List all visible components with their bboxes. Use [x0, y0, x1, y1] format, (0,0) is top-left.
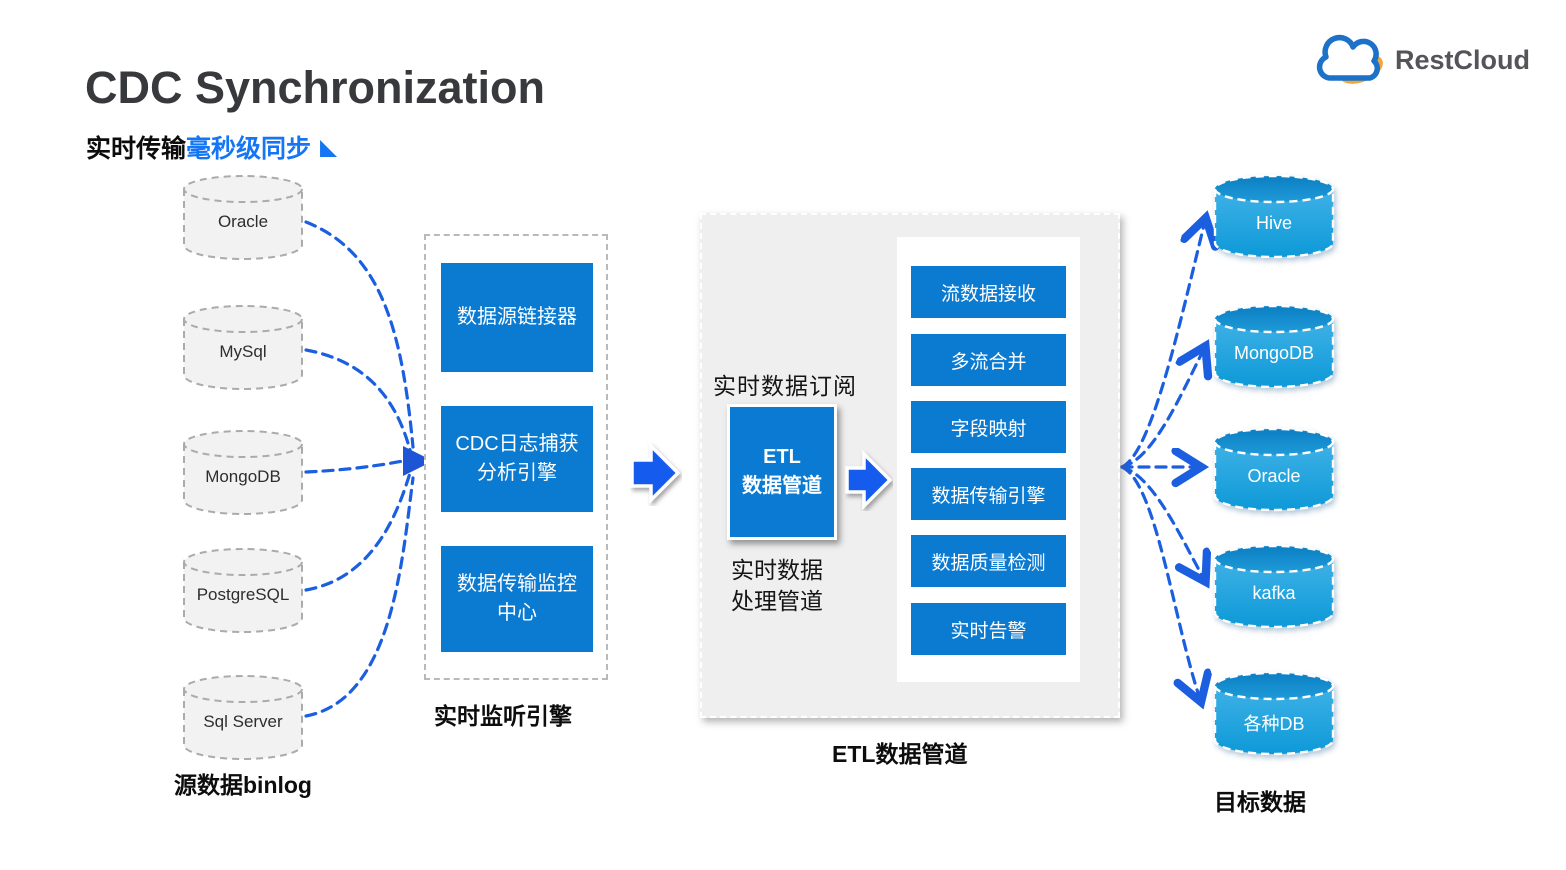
target-db-mongodb: MongoDB	[1213, 303, 1335, 391]
cylinder-icon	[183, 175, 303, 260]
step-field-mapping: 字段映射	[911, 401, 1066, 453]
connector-postgresql-src	[304, 471, 412, 592]
etl-pipeline-box: ETL 数据管道	[727, 404, 837, 540]
cylinder-icon	[183, 548, 303, 633]
target-db-label: kafka	[1252, 583, 1296, 604]
source-db-oracle: Oracle	[182, 173, 304, 261]
source-db-mysql: MySql	[182, 303, 304, 391]
source-db-mongodb: MongoDB	[182, 428, 304, 516]
flow-arrow-icon-1	[630, 441, 681, 505]
box-label-line2: 中心	[497, 602, 537, 624]
cloud-logo-icon	[1316, 34, 1383, 84]
subtitle-black: 实时传输	[86, 135, 187, 163]
etl-pipeline-panel: 实时数据订阅 ETL 数据管道 实时数据 处理管道 流数据接收 多流合并 字段映…	[700, 213, 1120, 718]
source-db-label: MySql	[219, 341, 267, 361]
datasource-connector-box: 数据源链接器	[441, 263, 593, 372]
source-db-sqlserver: Sql Server	[182, 673, 304, 761]
connector-mongodb-src	[304, 459, 405, 474]
process-label-line1: 实时数据	[731, 557, 823, 583]
box-label-line2: 分析引擎	[477, 462, 557, 484]
box-label-line1: 数据传输监控	[457, 573, 577, 595]
step-stream-receive: 流数据接收	[911, 266, 1066, 318]
target-db-hive: Hive	[1213, 173, 1335, 261]
connector-sqlserver-src	[304, 476, 415, 718]
etl-steps-container: 流数据接收 多流合并 字段映射 数据传输引擎 数据质量检测 实时告警	[897, 237, 1080, 682]
target-db-label: MongoDB	[1233, 343, 1315, 364]
connector-hive-target	[1120, 221, 1205, 469]
listener-column-label: 实时监听引擎	[434, 703, 572, 729]
box-label-line1: CDC日志捕获	[455, 433, 579, 455]
etl-box-line2: 数据管道	[742, 475, 822, 497]
target-db-label: Hive	[1255, 213, 1292, 234]
page-title: CDC Synchronization	[85, 62, 546, 113]
cylinder-icon	[183, 675, 303, 760]
cylinder-icon	[1213, 544, 1335, 629]
step-quality-check: 数据质量检测	[911, 535, 1066, 587]
connector-mongodb-target	[1120, 349, 1204, 469]
source-db-label: Sql Server	[203, 711, 283, 731]
connector-mysql-src	[304, 348, 412, 452]
target-db-kafka: kafka	[1213, 543, 1335, 631]
targets-column-label: 目标数据	[1214, 789, 1306, 815]
step-multistream-merge: 多流合并	[911, 334, 1066, 386]
process-label-line2: 处理管道	[731, 588, 823, 614]
transfer-monitor-box: 数据传输监控 中心	[441, 546, 593, 652]
cylinder-icon	[1213, 427, 1335, 512]
source-db-postgresql: PostgreSQL	[182, 546, 304, 634]
page-subtitle: 实时传输毫秒级同步	[86, 129, 338, 165]
source-db-label: PostgreSQL	[196, 584, 290, 604]
cylinder-icon	[1213, 671, 1335, 756]
connector-oracle-src	[304, 220, 415, 449]
cylinder-icon	[183, 305, 303, 390]
target-db-label: Oracle	[1247, 466, 1301, 487]
cylinder-icon	[1213, 174, 1335, 259]
etl-box-line1: ETL	[763, 446, 801, 468]
target-db-label: 各种DB	[1243, 714, 1305, 735]
target-db-oracle: Oracle	[1213, 426, 1335, 514]
subtitle-blue: 毫秒级同步	[186, 135, 312, 163]
restcloud-logo: RestCloud	[1315, 34, 1530, 86]
box-label: 数据源链接器	[457, 306, 577, 328]
listener-engine-box: 数据源链接器 CDC日志捕获 分析引擎 数据传输监控 中心	[424, 234, 608, 680]
realtime-process-label: 实时数据 处理管道	[731, 555, 823, 617]
connector-variousdb-target	[1120, 465, 1200, 699]
step-realtime-alert: 实时告警	[911, 603, 1066, 655]
connector-kafka-target	[1120, 465, 1204, 579]
flow-arrow-icon-2	[845, 449, 893, 511]
realtime-subscribe-label: 实时数据订阅	[713, 373, 857, 399]
source-db-label: Oracle	[217, 211, 269, 231]
etl-column-label: ETL数据管道	[832, 741, 968, 767]
cdc-log-capture-box: CDC日志捕获 分析引擎	[441, 406, 593, 512]
sources-column-label: 源数据binlog	[174, 772, 312, 798]
step-transfer-engine: 数据传输引擎	[911, 468, 1066, 520]
logo-text: RestCloud	[1395, 44, 1530, 75]
cylinder-icon	[1213, 304, 1335, 389]
cylinder-icon	[183, 430, 303, 515]
cursor-triangle-icon	[320, 140, 338, 157]
source-db-label: MongoDB	[205, 466, 281, 486]
target-db-various: 各种DB	[1213, 670, 1335, 758]
